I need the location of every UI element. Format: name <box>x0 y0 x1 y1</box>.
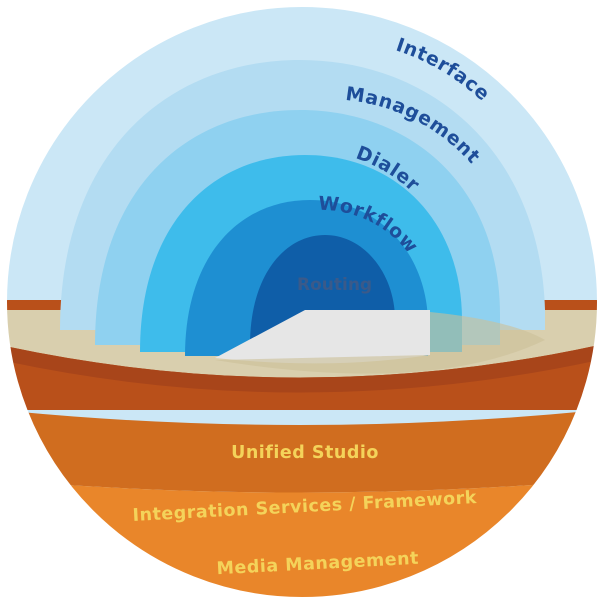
cutaway-floor <box>215 310 430 364</box>
integration-band <box>6 410 598 493</box>
routing-label: Routing <box>297 275 372 295</box>
sphere-outline <box>5 5 599 599</box>
ground-ring <box>215 312 545 374</box>
unified-studio-label: Unified Studio <box>231 443 379 463</box>
ground-edge <box>6 345 598 393</box>
